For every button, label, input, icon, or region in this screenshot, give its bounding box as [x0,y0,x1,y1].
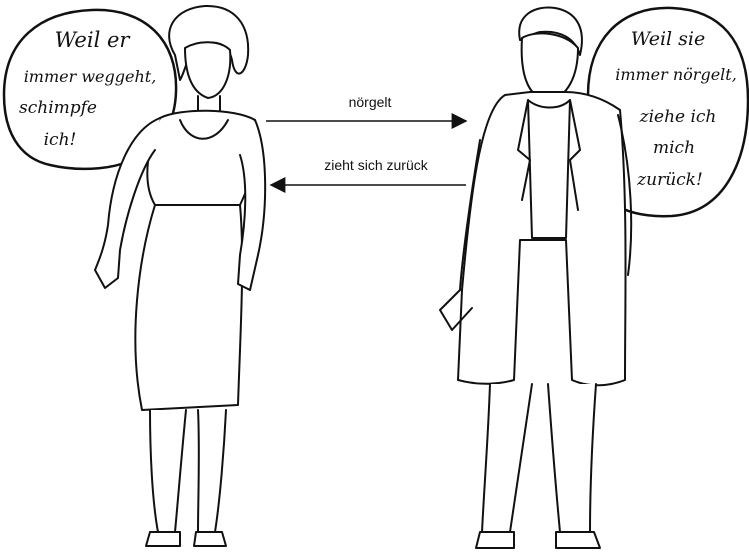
man-face [522,33,578,100]
woman-shoe-right [194,532,226,546]
woman-shoe-left [146,532,180,546]
arrow-right-label: nörgelt [349,94,392,110]
woman-face [185,42,230,98]
man-shoe-right [556,532,600,548]
left-bubble-line-2: immer weggeht, [24,67,157,86]
man-shoe-left [476,532,514,548]
man-leg-right [548,384,596,532]
left-bubble-line-1: Weil er [55,28,132,52]
right-bubble-line-5: zurück! [636,170,703,190]
right-bubble-line-4: mich [653,138,695,158]
arrow-zieht-sich-zurück: zieht sich zurück [271,157,466,185]
arrow-left-label: zieht sich zurück [324,157,428,173]
man-shirt [528,100,570,238]
arrow-nörgelt: nörgelt [266,94,466,121]
right-bubble-line-1: Weil sie [631,28,706,50]
woman-skirt [135,205,242,410]
woman-leg-left [150,410,186,532]
left-bubble-line-3: schimpfe [19,98,97,118]
man-leg-left [482,384,532,532]
left-bubble-line-4: ich! [44,130,77,150]
woman-leg-right [198,410,226,532]
right-bubble-line-3: ziehe ich [639,107,717,127]
right-bubble-line-2: immer nörgelt, [615,65,737,84]
